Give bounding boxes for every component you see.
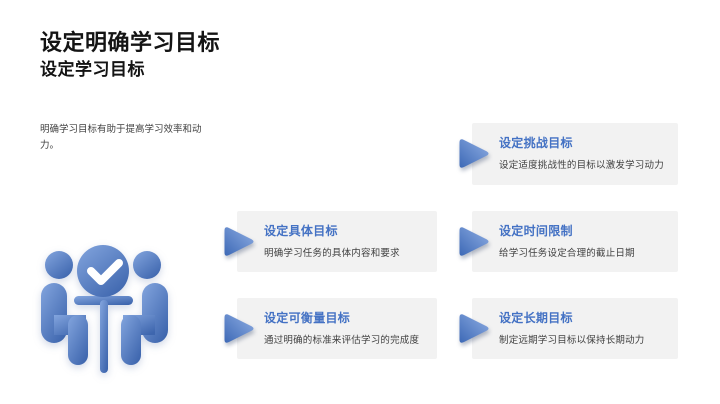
goal-card-desc: 给学习任务设定合理的截止日期 — [499, 248, 635, 259]
right-arrow-icon — [455, 222, 493, 262]
checkmark-circle — [77, 245, 129, 297]
goal-card-title: 设定可衡量目标 — [264, 311, 351, 325]
goal-card-title: 设定时间限制 — [499, 224, 573, 238]
left-person-head — [45, 251, 73, 279]
goal-card-desc: 明确学习任务的具体内容和要求 — [264, 248, 400, 259]
right-person-head — [133, 251, 161, 279]
right-arrow-icon — [220, 222, 258, 262]
page-title: 设定明确学习目标 — [40, 30, 221, 55]
right-arrow-icon — [455, 134, 493, 174]
goal-card-desc: 设定适度挑战性的目标以激发学习动力 — [499, 160, 664, 171]
goal-card-title: 设定长期目标 — [499, 311, 573, 325]
goal-card-desc: 通过明确的标准来评估学习的完成度 — [264, 335, 420, 346]
goal-card-desc: 制定远期学习目标以保持长期动力 — [499, 335, 645, 346]
goal-card-title: 设定挑战目标 — [499, 136, 573, 150]
goal-card-specific: 设定具体目标 明确学习任务的具体内容和要求 — [224, 211, 437, 272]
goal-card-challenge: 设定挑战目标 设定适度挑战性的目标以激发学习动力 — [459, 123, 678, 185]
right-arrow-icon — [455, 309, 493, 349]
goal-card-time-limit: 设定时间限制 给学习任务设定合理的截止日期 — [459, 211, 678, 272]
checkmark-icon — [87, 259, 123, 285]
page-subtitle: 设定学习目标 — [40, 60, 145, 79]
goal-card-long-term: 设定长期目标 制定远期学习目标以保持长期动力 — [459, 298, 678, 359]
goal-card-title: 设定具体目标 — [264, 224, 338, 238]
intro-paragraph: 明确学习目标有助于提高学习效率和动力。 — [40, 124, 202, 151]
people-meeting-checkmark-icon — [38, 243, 172, 375]
goal-card-measurable: 设定可衡量目标 通过明确的标准来评估学习的完成度 — [224, 298, 437, 359]
right-arrow-icon — [220, 309, 258, 349]
